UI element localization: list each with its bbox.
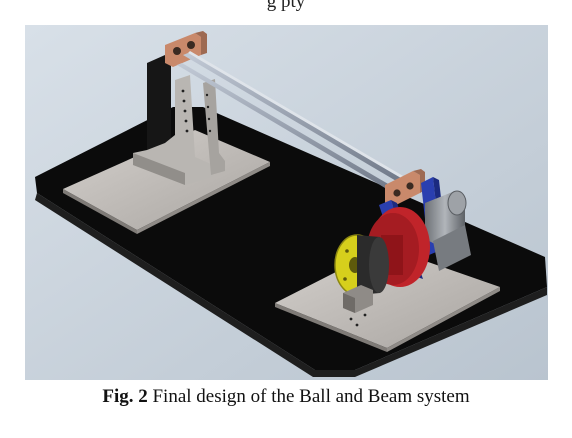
figure-image [25,25,548,380]
right-mounting-plate [275,247,500,348]
beam-rod-bottom [177,63,407,198]
right-beam-bracket [385,171,420,207]
left-support-frame [133,75,213,185]
figure-caption-text: Final design of the Ball and Beam system [147,386,470,407]
ball-and-beam-cad-render [25,25,548,380]
beam-rod-top [183,53,413,188]
left-mounting-plate-edge [63,189,137,234]
figure-caption-label: Fig. 2 [102,386,148,407]
page-header-fragment: g pty [266,0,306,12]
figure-caption: Fig. 2 Final design of the Ball and Beam… [0,386,572,408]
left-black-post [147,55,171,165]
